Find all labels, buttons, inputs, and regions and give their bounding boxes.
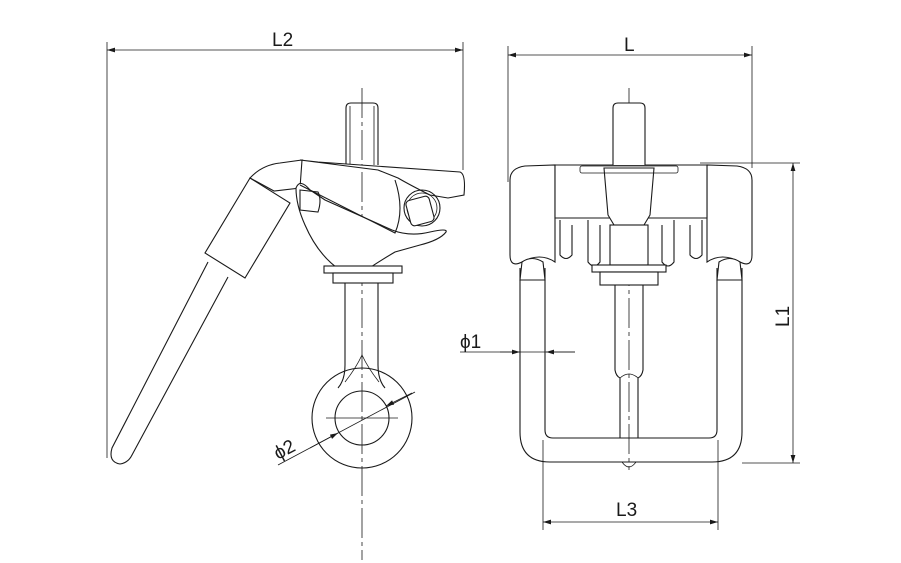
side-body (295, 182, 447, 271)
front-center-rod (614, 285, 644, 438)
L2-label: L2 (272, 30, 293, 51)
L1-dimension: L1 (700, 162, 800, 464)
side-bolt (403, 189, 441, 227)
side-view: ϕ2 (110, 88, 466, 560)
L-dimension: L (507, 35, 753, 182)
front-stud (612, 102, 646, 165)
L3-dimension: L3 (542, 440, 719, 530)
front-view (509, 88, 753, 470)
L1-label: L1 (773, 306, 794, 327)
L2-dimension: L2 (106, 30, 464, 458)
front-brand-marking (579, 165, 679, 174)
front-right-roller (706, 164, 753, 265)
side-lever (299, 159, 466, 199)
L3-label: L3 (616, 500, 637, 521)
side-washer (323, 265, 403, 274)
phi2-label: ϕ2 (270, 436, 299, 465)
side-handle-sleeve (204, 177, 291, 279)
phi1-label: ϕ1 (460, 332, 481, 353)
side-stem (337, 283, 386, 389)
front-washer (591, 264, 667, 273)
side-handle-rod (110, 261, 229, 465)
front-u-bar (519, 268, 743, 463)
phi1-dimension: ϕ1 (460, 332, 575, 355)
front-center-block (603, 167, 655, 226)
L-label: L (624, 35, 635, 56)
front-left-roller (509, 164, 556, 265)
side-eye-outer (311, 367, 413, 469)
side-stud (345, 102, 379, 165)
